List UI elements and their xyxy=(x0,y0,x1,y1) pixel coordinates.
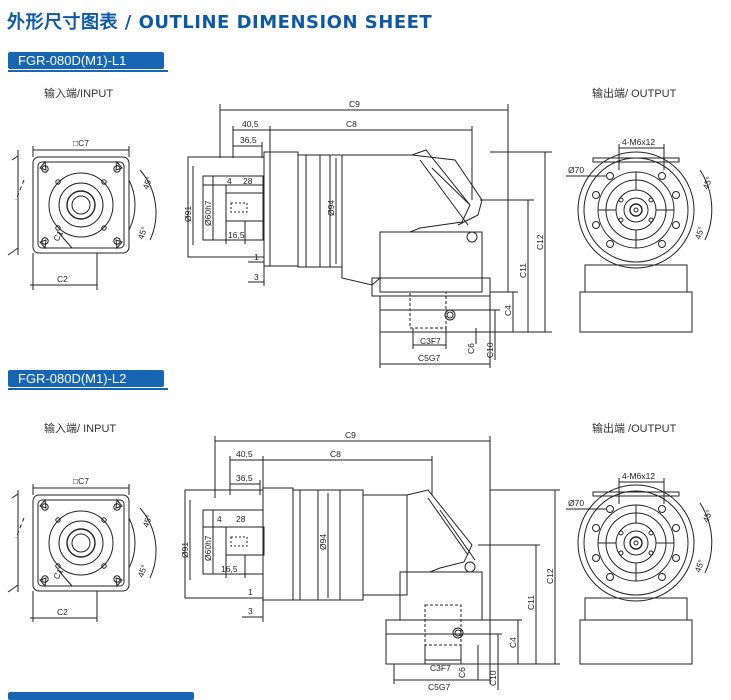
dim-40-5-l2: 40,5 xyxy=(236,449,253,459)
dim-c12-l2: C12 xyxy=(545,568,555,584)
dim-c9-l1: C9 xyxy=(349,99,360,109)
dim-c6-l2: C6 xyxy=(457,667,467,678)
dim-1-l1: 1 xyxy=(254,252,259,262)
input-label-l1: 输入端/INPUT xyxy=(44,88,114,100)
input-flange-view-l2 xyxy=(7,484,157,622)
dim-45c-l2: 45° xyxy=(700,508,714,524)
dim-c5-l1: C5G7 xyxy=(418,353,440,363)
dim-45c-l1: 45° xyxy=(700,175,714,191)
dim-phi60-l1: Ø60h7 xyxy=(203,200,213,226)
dim-c1-l2: C1 xyxy=(51,566,65,581)
output-label-l2: 输出端 /OUTPUT xyxy=(592,423,677,435)
dim-c5-l2: C5G7 xyxy=(428,682,450,692)
output-flange-view-l1 xyxy=(566,144,713,333)
dim-m6-l1: 4-M6x12 xyxy=(622,137,655,147)
dim-c8-l1: C8 xyxy=(346,119,357,129)
side-view-body-l1 xyxy=(187,104,552,368)
dim-36-5-l2: 36,5 xyxy=(236,473,253,483)
dim-c8-l2: C8 xyxy=(330,449,341,459)
dim-45b-l2: 45° xyxy=(135,563,149,579)
dim-45d-l1: 45° xyxy=(692,225,706,241)
dim-m6-l2: 4-M6x12 xyxy=(622,471,655,481)
dim-28-l1: 28 xyxy=(243,176,253,186)
dim-c12-l1: C12 xyxy=(535,234,545,250)
dim-c10-l2: C10 xyxy=(488,670,498,686)
side-view-body-l2 xyxy=(184,436,560,690)
dim-16-5-l1: 16,5 xyxy=(228,230,245,240)
dim-phi91-l1: Ø91 xyxy=(183,206,193,222)
model-tag-l2: FGR-080D(M1)-L2 xyxy=(8,370,168,390)
dim-phi70-l2: Ø70 xyxy=(568,498,584,508)
dim-36-5-l1: 36,5 xyxy=(240,135,257,145)
dim-c2-l1: C2 xyxy=(57,274,68,284)
dim-45d-l2: 45° xyxy=(692,558,706,574)
input-flange-view-l1 xyxy=(7,146,157,290)
dim-c3-l1: C3F7 xyxy=(420,336,441,346)
dim-1-l2: 1 xyxy=(248,587,253,597)
dim-phi70-l1: Ø70 xyxy=(568,165,584,175)
page-title: 外形尺寸图表 / OUTLINE DIMENSION SHEET xyxy=(7,12,433,33)
output-label-l1: 输出端/ OUTPUT xyxy=(592,88,677,100)
dim-c7-l1: □C7 xyxy=(73,138,89,148)
dim-c6-l1: C6 xyxy=(466,343,476,354)
output-flange-view-l2 xyxy=(566,478,713,665)
dim-45b-l1: 45° xyxy=(135,225,149,241)
dim-4-l2: 4 xyxy=(217,514,222,524)
dim-phi94-l2: Ø94 xyxy=(318,534,328,550)
dim-28-l2: 28 xyxy=(236,514,246,524)
dim-45a-l1: 45° xyxy=(140,175,154,191)
dim-phi94-l1: Ø94 xyxy=(326,200,336,216)
dim-c7-l2: □C7 xyxy=(73,476,89,486)
dim-phi60-l2: Ø60h7 xyxy=(203,535,213,561)
dim-c4-l1: C4 xyxy=(503,305,513,316)
dim-c9-l2: C9 xyxy=(345,430,356,440)
dim-c3-l2: C3F7 xyxy=(430,663,451,673)
dim-c10-l1: C10 xyxy=(485,342,495,358)
dim-16-5-l2: 16,5 xyxy=(221,564,238,574)
dim-c11-l2: C11 xyxy=(526,595,536,610)
dim-c2-l2: C2 xyxy=(57,607,68,617)
dim-c4-l2: C4 xyxy=(508,637,518,648)
dim-40-5-l1: 40,5 xyxy=(242,119,259,129)
dim-45a-l2: 45° xyxy=(140,513,154,529)
input-label-l2: 输入端/ INPUT xyxy=(44,423,117,435)
dim-c1-l1: C1 xyxy=(51,228,65,243)
next-section-tag xyxy=(8,692,194,700)
dim-3-l1: 3 xyxy=(254,272,259,282)
dim-c11-l1: C11 xyxy=(518,263,528,278)
dim-4-l1: 4 xyxy=(227,176,232,186)
dim-phi91-l2: Ø91 xyxy=(180,542,190,558)
dim-3-l2: 3 xyxy=(248,606,253,616)
model-tag-l1: FGR-080D(M1)-L1 xyxy=(8,52,168,72)
